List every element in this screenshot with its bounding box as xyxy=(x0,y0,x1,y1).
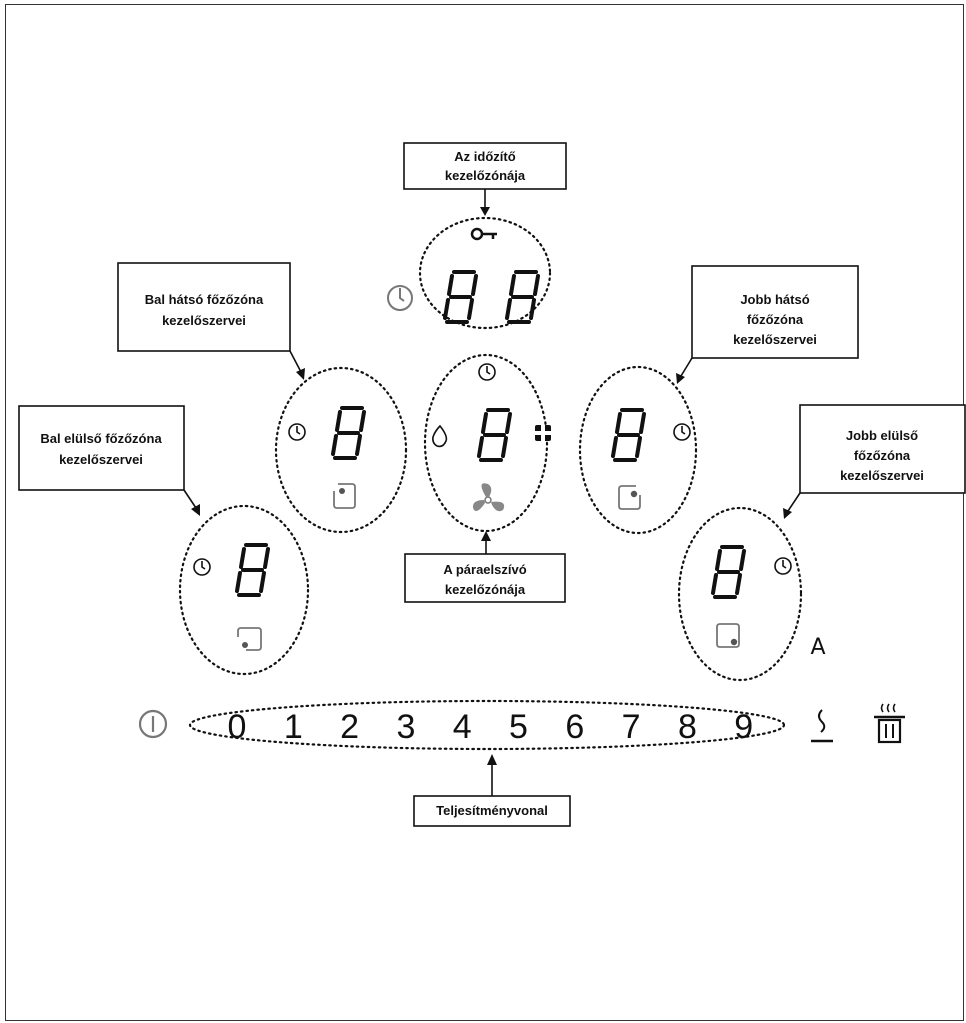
left-front-clock-icon[interactable] xyxy=(193,558,211,576)
left-rear-clock-icon[interactable] xyxy=(288,423,306,441)
warm-icon[interactable] xyxy=(811,709,833,743)
timer-callout-line2: kezelőzónája xyxy=(445,168,526,183)
timer-clock-icon[interactable] xyxy=(387,285,413,311)
fan-icon[interactable] xyxy=(472,483,505,512)
left-rear-callout-line2: kezelőszervei xyxy=(162,313,246,328)
right-rear-display xyxy=(611,408,646,462)
left-front-zone[interactable] xyxy=(178,504,310,676)
left-rear-zone-select-icon[interactable] xyxy=(333,483,356,509)
left-front-callout-line1: Bal elülső főzőzóna xyxy=(40,431,162,446)
grease-filter-icon[interactable] xyxy=(535,425,551,441)
left-rear-display xyxy=(331,406,366,460)
power-level-0[interactable]: 0 xyxy=(228,708,247,746)
left-rear-zone[interactable] xyxy=(274,366,408,534)
auto-mark: A xyxy=(810,635,825,660)
right-rear-zone-select-icon[interactable] xyxy=(618,485,641,510)
power-level-9[interactable]: 9 xyxy=(734,708,753,746)
left-rear-callout: Bal hátsó főzőzóna kezelőszervei xyxy=(117,262,305,380)
right-rear-clock-icon[interactable] xyxy=(673,423,691,441)
right-front-clock-icon[interactable] xyxy=(774,557,792,575)
right-rear-callout-line2: főzőzóna xyxy=(747,312,804,327)
power-bar-label: Teljesítményvonal xyxy=(436,803,548,818)
right-front-callout-line1: Jobb elülső xyxy=(846,428,918,443)
hood-callout-line2: kezelőzónája xyxy=(445,582,526,597)
hood-callout: A páraelszívó kezelőzónája xyxy=(404,531,566,603)
timer-display xyxy=(443,270,540,324)
power-level-3[interactable]: 3 xyxy=(396,708,415,746)
power-level-2[interactable]: 2 xyxy=(340,708,359,746)
power-level-4[interactable]: 4 xyxy=(453,708,472,746)
right-front-callout: Jobb elülső főzőzóna kezelőszervei xyxy=(783,404,966,519)
left-front-zone-select-icon[interactable] xyxy=(237,627,262,651)
left-rear-callout-line1: Bal hátsó főzőzóna xyxy=(145,292,264,307)
power-level-5[interactable]: 5 xyxy=(509,708,528,746)
power-level-6[interactable]: 6 xyxy=(565,708,584,746)
power-bar-callout: Teljesítményvonal xyxy=(413,754,571,827)
right-rear-callout-line1: Jobb hátsó xyxy=(740,292,809,307)
power-level-7[interactable]: 7 xyxy=(622,708,641,746)
pot-icon[interactable] xyxy=(874,703,905,744)
drop-icon[interactable] xyxy=(432,424,448,448)
right-rear-callout-line3: kezelőszervei xyxy=(733,332,817,347)
power-slider[interactable] xyxy=(188,699,786,751)
right-front-zone-select-icon[interactable] xyxy=(716,623,740,648)
right-front-zone[interactable] xyxy=(677,506,803,682)
timer-callout-line1: Az időzítő xyxy=(454,149,515,164)
right-front-callout-line2: főzőzóna xyxy=(854,448,911,463)
hood-callout-line1: A páraelszívó xyxy=(443,562,526,577)
hood-display xyxy=(477,408,512,462)
diagram-frame xyxy=(5,4,964,1021)
right-front-callout-line3: kezelőszervei xyxy=(840,468,924,483)
timer-callout: Az időzítő kezelőzónája xyxy=(403,142,567,216)
right-rear-zone[interactable] xyxy=(578,365,698,535)
left-front-callout-line2: kezelőszervei xyxy=(59,452,143,467)
key-icon[interactable] xyxy=(470,227,497,241)
right-front-display xyxy=(711,545,746,599)
power-icon[interactable] xyxy=(138,709,168,739)
hood-clock-icon[interactable] xyxy=(478,363,496,381)
timer-zone[interactable] xyxy=(418,216,552,330)
right-rear-callout: Jobb hátsó főzőzóna kezelőszervei xyxy=(676,265,859,384)
hood-zone[interactable] xyxy=(423,353,549,533)
left-front-display xyxy=(235,543,270,597)
power-level-8[interactable]: 8 xyxy=(678,708,697,746)
left-front-callout: Bal elülső főzőzóna kezelőszervei xyxy=(18,405,200,516)
power-level-1[interactable]: 1 xyxy=(284,708,303,746)
